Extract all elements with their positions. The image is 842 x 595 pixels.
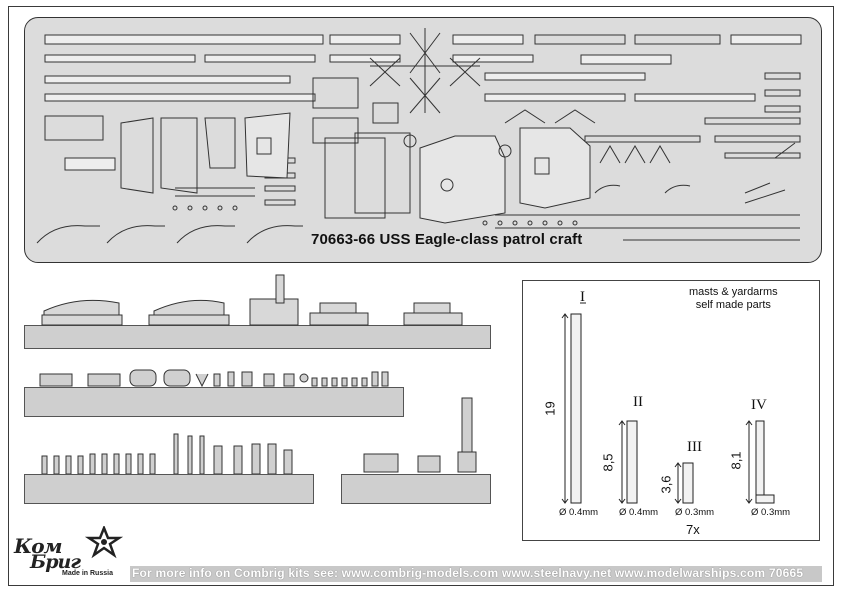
- funnel-and-winch: [363, 397, 477, 473]
- masts-yardarms-panel: masts & yardarms self made parts I 19 Ø …: [522, 280, 820, 541]
- mast-numeral-1: I: [580, 289, 585, 305]
- footer-info-text: For more info on Combrig kits see: www.c…: [132, 566, 804, 580]
- mast-length-4: 8,1: [728, 451, 744, 470]
- mast-diameter-4: Ø 0.3mm: [751, 507, 791, 518]
- mast-numeral-3: III: [687, 439, 702, 455]
- mast-diameter-3: Ø 0.3mm: [675, 507, 715, 518]
- masts-label-line1: masts & yardarms: [689, 286, 778, 298]
- photo-etch-fret: 70663-66 USS Eagle-class patrol craft: [24, 17, 822, 263]
- boats-and-guns: [41, 274, 463, 326]
- mast-diagram: [561, 302, 775, 504]
- logo-word-top: Ком: [14, 534, 63, 558]
- mast-length-1: 19: [542, 401, 558, 416]
- masts-label-line2: self made parts: [695, 299, 771, 311]
- mast-diameter-2: Ø 0.4mm: [619, 507, 659, 518]
- mast-quantity: 7x: [686, 522, 700, 537]
- masts-label: masts & yardarms self made parts: [689, 286, 778, 312]
- mast-diameter-1: Ø 0.4mm: [559, 507, 599, 518]
- resin-tray-masts: [24, 474, 314, 504]
- sheet-border: [8, 6, 834, 586]
- resin-tray-boats: [24, 325, 491, 349]
- logo-word-bottom: Бриг: [30, 551, 81, 573]
- fret-parts-drawing: [36, 28, 802, 244]
- small-fittings: [39, 369, 389, 388]
- mast-length-2: 8,5: [600, 453, 616, 472]
- resin-tray-fittings: [24, 387, 404, 417]
- footer-band: [130, 566, 822, 582]
- mast-numeral-2: II: [633, 394, 643, 410]
- made-in-russia-label: Made in Russia: [62, 570, 113, 577]
- mast-numeral-4: IV: [751, 397, 767, 413]
- fret-title: 70663-66 USS Eagle-class patrol craft: [311, 231, 583, 248]
- mast-length-3: 3,6: [658, 475, 674, 494]
- resin-tray-funnel: [341, 474, 491, 504]
- mast-fittings: [41, 433, 293, 474]
- combrig-logo-star-icon: [84, 526, 124, 559]
